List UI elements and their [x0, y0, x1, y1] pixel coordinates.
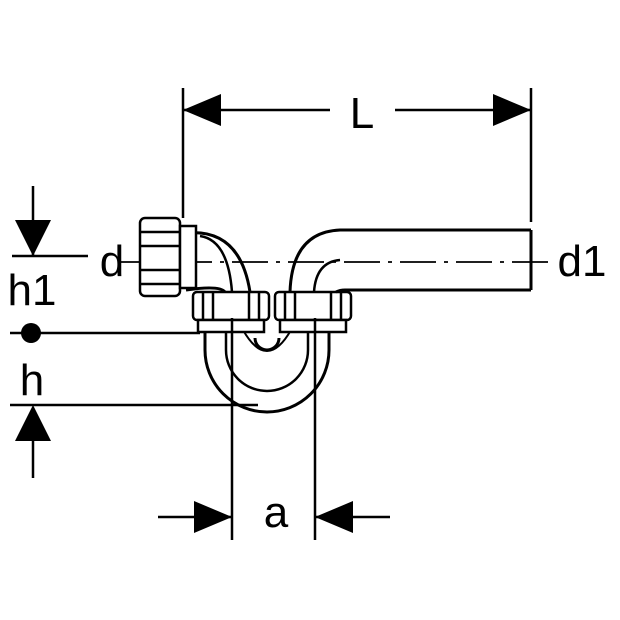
arrow-left-icon	[183, 94, 221, 126]
arrow-right-icon	[194, 501, 232, 533]
arrow-left-icon	[315, 501, 353, 533]
arrow-down-icon	[15, 220, 51, 256]
left-union-nut	[191, 290, 271, 322]
dimension-h1-h: d h1 h	[8, 186, 258, 478]
label-a: a	[264, 488, 289, 537]
label-h1: h1	[8, 266, 57, 315]
label-d1: d1	[558, 237, 607, 286]
dimension-a: a	[158, 318, 390, 540]
label-l: L	[350, 89, 374, 138]
dimension-l: L	[181, 88, 533, 222]
label-h: h	[20, 356, 44, 405]
right-union-nut	[273, 290, 353, 322]
siphon-body	[138, 216, 533, 414]
arrow-up-icon	[15, 405, 51, 441]
arrow-right-icon	[493, 94, 531, 126]
